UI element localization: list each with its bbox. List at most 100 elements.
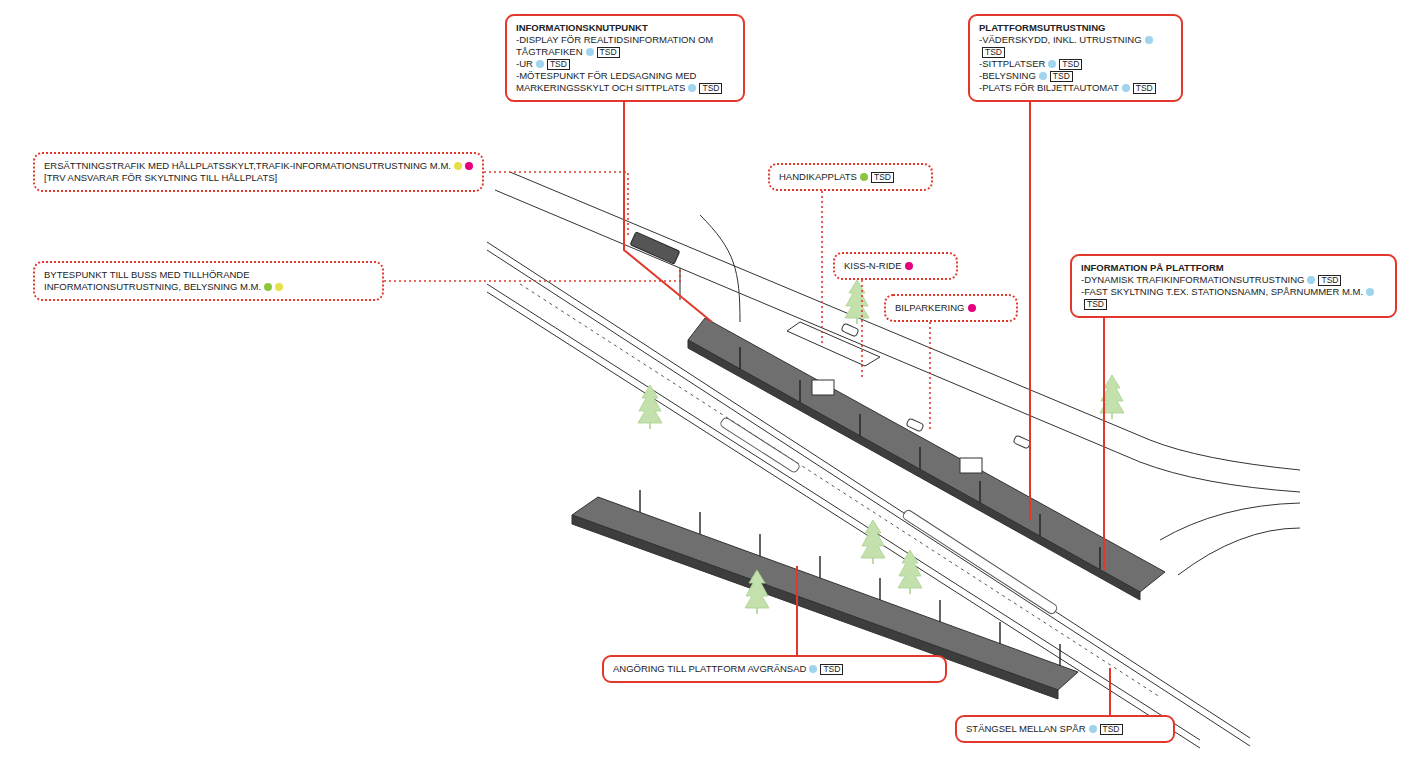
platforms [572, 497, 1078, 690]
road-lines [787, 322, 880, 366]
category-dot [905, 262, 913, 270]
callout-text: -UR [516, 58, 533, 69]
leader-line [796, 566, 798, 655]
callout-text-line: [TRV ANSVARAR FÖR SKYLTNING TILL HÅLLPLA… [44, 172, 473, 184]
callout-text-line: BYTESPUNKT TILL BUSS MED TILLHÖRANDE INF… [44, 269, 373, 293]
tsd-badge: TSD [1084, 299, 1107, 310]
category-dot [1048, 60, 1056, 68]
platform-poles [919, 447, 920, 469]
leader-line [624, 102, 712, 322]
callout-text-line: STÄNGSEL MELLAN SPÅR TSD [966, 723, 1164, 735]
callout-heading-line: INFORMATION PÅ PLATTFORM [1081, 262, 1386, 274]
callout-text-line: -VÄDERSKYDD, INKL. UTRUSTNING TSD [979, 34, 1172, 58]
road-lines [1178, 528, 1300, 575]
platforms [572, 515, 1058, 699]
callout-heading: PLATTFORMSUTRUSTNING [979, 22, 1105, 33]
category-dot [688, 84, 696, 92]
callout-heading: INFORMATION PÅ PLATTFORM [1081, 262, 1224, 273]
platform-shelters [960, 458, 982, 473]
callout-text-line: ANGÖRING TILL PLATTFORM AVGRÄNSAD TSD [613, 663, 936, 675]
trains [719, 417, 1058, 616]
dotted-callout-box: ERSÄTTNINGSTRAFIK MED HÅLLPLATSSKYLT,TRA… [33, 152, 484, 192]
tsd-badge: TSD [1100, 724, 1123, 735]
platforms [572, 318, 1165, 699]
callout-text: STÄNGSEL MELLAN SPÅR [966, 723, 1086, 734]
cars [841, 323, 859, 337]
platform-poles [1039, 514, 1040, 536]
platforms [688, 318, 1165, 592]
tsd-badge: TSD [820, 664, 843, 675]
tsd-badge: TSD [547, 59, 570, 70]
road-lines [1160, 503, 1300, 540]
callout-text-line: ERSÄTTNINGSTRAFIK MED HÅLLPLATSSKYLT,TRA… [44, 160, 473, 172]
rail-tracks [487, 292, 1200, 748]
callout-text-line: KISS-N-RIDE [844, 260, 947, 272]
cars [841, 323, 1031, 449]
tsd-badge: TSD [1318, 275, 1341, 286]
cars [906, 418, 924, 432]
platform-poles [799, 380, 800, 402]
category-dot [1039, 72, 1047, 80]
road-lines [700, 215, 740, 322]
callout-text: -VÄDERSKYDD, INKL. UTRUSTNING [979, 34, 1142, 45]
callout-text-line: -PLATS FÖR BILJETTAUTOMATTSD [979, 82, 1172, 94]
callout-text: -SITTPLATSER [979, 58, 1045, 69]
trains [719, 417, 800, 474]
platform-poles [759, 534, 760, 556]
rail-tracks [487, 284, 1200, 740]
category-dot [264, 283, 272, 291]
callout-text: BILPARKERING [895, 302, 965, 313]
leader-line [929, 322, 931, 430]
callout-box: PLATTFORMSUTRUSTNING-VÄDERSKYDD, INKL. U… [968, 14, 1183, 102]
tsd-badge: TSD [871, 172, 894, 183]
callout-heading: INFORMATIONSKNUTPUNKT [516, 22, 648, 33]
trees [861, 520, 885, 564]
callout-text: KISS-N-RIDE [844, 260, 902, 271]
rail-tracks [487, 250, 1250, 746]
callout-text: HANDIKAPPLATS [779, 171, 857, 182]
bus-and-stop [630, 232, 680, 264]
callout-text: ERSÄTTNINGSTRAFIK MED HÅLLPLATSSKYLT,TRA… [44, 160, 451, 171]
callout-text: -DYNAMISK TRAFIKINFORMATIONSUTRUSTNING [1081, 274, 1304, 285]
callout-text: [TRV ANSVARAR FÖR SKYLTNING TILL HÅLLPLA… [44, 172, 277, 183]
tsd-badge: TSD [597, 47, 620, 58]
platform-poles [879, 578, 880, 600]
callout-text-line: BILPARKERING [895, 302, 1007, 314]
leader-line [1109, 668, 1111, 715]
platform-poles [699, 512, 700, 534]
cars [1013, 435, 1031, 449]
callout-text-line: -BELYSNINGTSD [979, 70, 1172, 82]
callout-text: -FAST SKYLTNING T.EX. STATIONSNAMN, SPÅR… [1081, 286, 1363, 297]
callout-text-line: -UR TSD [516, 58, 734, 70]
category-dot [1122, 84, 1130, 92]
callout-box: INFORMATIONSKNUTPUNKT-DISPLAY FÖR REALTI… [505, 14, 745, 102]
callout-heading-line: PLATTFORMSUTRUSTNING [979, 22, 1172, 34]
category-dot [1089, 725, 1097, 733]
category-dot [1307, 276, 1315, 284]
tsd-badge: TSD [699, 83, 722, 94]
platform-poles [819, 556, 820, 578]
cars [906, 418, 924, 432]
cars [841, 323, 859, 337]
platform-poles [1099, 547, 1100, 569]
trees [845, 280, 869, 324]
category-dot [968, 304, 976, 312]
trains [902, 509, 1058, 615]
tsd-badge: TSD [982, 47, 1005, 58]
road-lines [510, 172, 1300, 470]
dotted-callout-box: KISS-N-RIDE [833, 252, 958, 280]
trees [638, 280, 1124, 614]
trains [902, 509, 1058, 615]
platform-poles [939, 600, 940, 622]
leader-line [484, 172, 628, 235]
category-dot [860, 173, 868, 181]
leader-line [1029, 102, 1031, 520]
dotted-callout-box: BYTESPUNKT TILL BUSS MED TILLHÖRANDE INF… [33, 261, 384, 301]
callout-text-line: -DISPLAY FÖR REALTIDSINFORMATION OM TÅGT… [516, 34, 734, 58]
dotted-callout-box: HANDIKAPPLATS TSD [768, 163, 933, 191]
category-dot [1366, 288, 1374, 296]
bus-and-stop [630, 232, 680, 264]
tsd-badge: TSD [1059, 59, 1082, 70]
trains [719, 417, 800, 474]
callout-text: ANGÖRING TILL PLATTFORM AVGRÄNSAD [613, 663, 806, 674]
